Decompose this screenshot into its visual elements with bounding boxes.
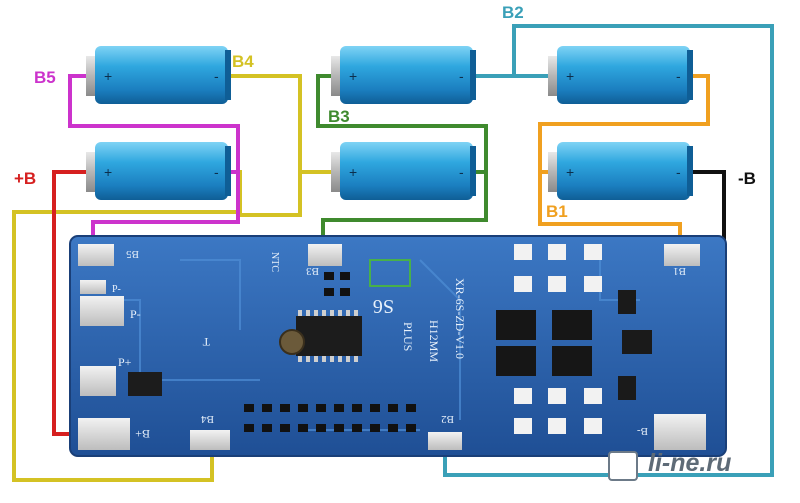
pad-b3	[308, 244, 342, 266]
cell-plus-label: +	[349, 68, 357, 84]
cell-minus-label: -	[676, 164, 681, 180]
watermark-text: li-ne.ru	[648, 449, 732, 477]
label-minus-b: -B	[738, 169, 756, 188]
cell-minus-label: -	[214, 164, 219, 180]
ntc-label: NTC	[269, 252, 280, 272]
pad-p-minus	[80, 280, 106, 294]
label-b5: B5	[34, 68, 56, 87]
dims-label: H12MM	[427, 320, 441, 362]
pad-p-plus	[80, 366, 116, 396]
s6-label: S6	[373, 295, 394, 317]
p-plus-label: P+	[118, 355, 132, 369]
bms-pcb: B5 B3 B1 P- P- P+ B+ B4 B2 B-	[69, 235, 727, 457]
label-b3: B3	[328, 107, 350, 126]
wire-labels: B5 B4 B3 B2 B1 +B -B	[14, 3, 756, 221]
label-plus-b: +B	[14, 169, 36, 188]
battery-cells: + - + - + - + - +	[86, 46, 693, 200]
pad-b1	[664, 244, 700, 266]
pad-bplus-label: B+	[135, 427, 150, 441]
cell-r1-c3: + -	[548, 46, 693, 104]
cell-plus-label: +	[349, 164, 357, 180]
pad-b4	[190, 430, 230, 450]
pad-b5	[78, 244, 114, 266]
electrolytic-capacitor	[279, 329, 305, 355]
cell-minus-label: -	[459, 68, 464, 84]
label-b1: B1	[546, 202, 568, 221]
pad-b1-label: B1	[673, 265, 686, 277]
cell-minus-label: -	[459, 164, 464, 180]
pad-b3-label: B3	[306, 265, 319, 277]
controller-ic	[296, 316, 362, 356]
smd-array	[514, 244, 602, 434]
cell-r2-c1: + -	[86, 142, 231, 200]
cell-r1-c2: + -	[331, 46, 476, 104]
cell-r2-c2: + -	[331, 142, 476, 200]
site-watermark: li-ne.ru	[608, 445, 788, 485]
pad-bminus	[654, 414, 706, 450]
cell-r1-c1: + -	[86, 46, 231, 104]
pad-p-minus-large	[80, 296, 124, 326]
pad-bminus-label: B-	[637, 425, 648, 437]
wire-b4-pad	[12, 210, 240, 482]
pad-b2	[428, 432, 462, 450]
pad-bplus	[78, 418, 130, 450]
diodes	[618, 290, 652, 400]
cell-plus-label: +	[104, 164, 112, 180]
wire-b1	[538, 74, 710, 244]
transistor-left	[128, 372, 162, 396]
edit-icon	[608, 451, 638, 481]
cell-plus-label: +	[566, 68, 574, 84]
mosfets	[496, 310, 592, 376]
label-b4: B4	[232, 52, 254, 71]
cell-minus-label: -	[676, 68, 681, 84]
cell-minus-label: -	[214, 68, 219, 84]
model-label: XR-6S-ZD-V1.0	[453, 278, 467, 359]
wire-b3	[316, 74, 488, 244]
label-b2: B2	[502, 3, 524, 22]
p-minus-label: P-	[130, 307, 141, 321]
plus-label: PLUS	[401, 322, 415, 351]
smd-resistors	[244, 272, 416, 432]
cell-r2-c3: + -	[548, 142, 693, 200]
t-label: T	[202, 335, 210, 349]
pad-b2-label: B2	[441, 413, 454, 425]
pad-b5-label: B5	[126, 248, 139, 260]
p-minus-small-label: P-	[112, 284, 121, 295]
cell-plus-label: +	[104, 68, 112, 84]
cell-plus-label: +	[566, 164, 574, 180]
ntc-area	[369, 259, 411, 287]
pad-b4-label: B4	[201, 413, 214, 425]
